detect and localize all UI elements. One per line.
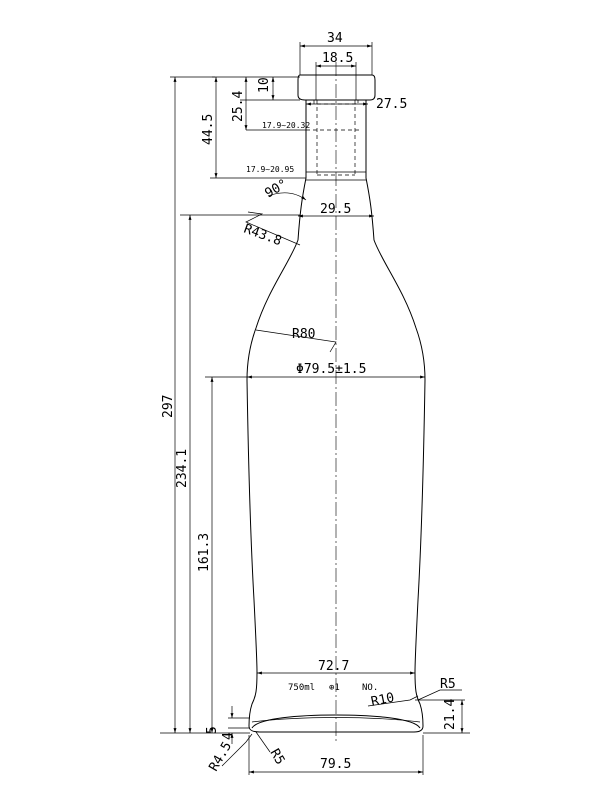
dim-shoulder-dia: 29.5: [320, 202, 351, 217]
marking-symbol: ⊕1: [329, 683, 340, 693]
dim-bottom-dia: 79.5: [320, 757, 351, 772]
dim-thread-1: 17.9~20.32: [262, 121, 310, 130]
dimension-labels: 34 18.5 10 27.5 25.4 44.5 17.9~20.32 17.…: [161, 31, 458, 774]
bottle-right-profile: [365, 100, 426, 727]
dim-height-234: 234.1: [175, 449, 190, 488]
bottle-lip: [297, 74, 376, 101]
dim-r-5-bottom: R5: [267, 747, 288, 768]
marking-number: NO.: [362, 683, 378, 693]
extension-lines: [160, 42, 470, 775]
bottle-outline: [246, 62, 426, 742]
dim-r-body: R80: [292, 327, 315, 342]
dim-angle: 90°: [263, 177, 291, 202]
dim-neck-height: 44.5: [201, 114, 216, 145]
dim-h-5: 5: [205, 726, 220, 734]
dim-body-dia: Φ79.5±1.5: [296, 362, 366, 377]
bottle-bore: [313, 100, 359, 176]
dim-neck-dia: 27.5: [376, 97, 407, 112]
dim-lip-height: 10: [257, 77, 272, 93]
dim-bore: 18.5: [322, 51, 353, 66]
dim-total-height: 297: [161, 395, 176, 418]
bottle-bottom: [248, 725, 424, 733]
dim-base-width: 72.7: [318, 659, 349, 674]
marking-volume: 750ml: [288, 683, 315, 693]
dim-r-base-outer: R5: [440, 677, 456, 692]
dim-height-161: 161.3: [197, 533, 212, 572]
base-marking: 750ml ⊕1 NO.: [288, 683, 378, 693]
dim-base-height: 21.4: [443, 699, 458, 730]
dimension-lines: [173, 44, 464, 774]
dim-thread-2: 17.9~20.95: [246, 165, 294, 174]
dim-r-base-inner: R10: [370, 690, 396, 710]
dim-r-shoulder: R43.8: [242, 222, 284, 249]
dim-top-width: 34: [327, 31, 343, 46]
dim-collar-height: 25.4: [231, 91, 246, 122]
bottle-left-profile: [246, 100, 307, 727]
dim-h-4: 4: [221, 732, 236, 740]
